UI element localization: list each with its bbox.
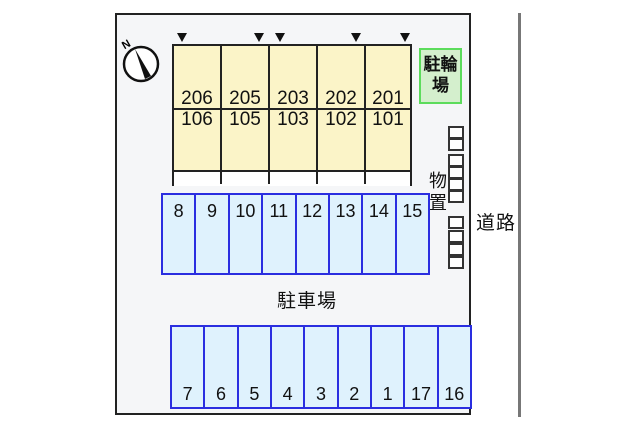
parking-space: 4 xyxy=(272,327,306,407)
unit-upper: 203 xyxy=(277,88,309,109)
road-line xyxy=(518,13,521,417)
parking-space: 5 xyxy=(239,327,272,407)
parking-space: 2 xyxy=(339,327,372,407)
unit-column: 202 102 xyxy=(318,46,366,184)
entrance-marker-icon xyxy=(177,33,187,42)
parking-space: 7 xyxy=(172,327,206,407)
parking-row-top: 8 9 10 11 12 13 14 15 xyxy=(161,193,430,275)
unit-column: 206 106 xyxy=(174,46,222,184)
parking-space: 10 xyxy=(230,195,264,273)
parking-space: 11 xyxy=(263,195,297,273)
parking-space: 8 xyxy=(163,195,197,273)
storage-unit xyxy=(448,216,464,229)
storage-unit xyxy=(448,190,464,203)
parking-space: 3 xyxy=(305,327,339,407)
parking-space: 15 xyxy=(402,201,423,221)
unit-upper: 202 xyxy=(325,88,357,109)
unit-lower: 106 xyxy=(181,109,213,130)
unit-column: 203 103 xyxy=(270,46,318,184)
entrance-marker-icon xyxy=(400,33,410,42)
parking-space: 9 xyxy=(196,195,230,273)
parking-label: 駐車場 xyxy=(277,291,338,312)
unit-column: 201 101 xyxy=(366,46,410,184)
unit-upper: 205 xyxy=(229,88,261,109)
unit-upper: 206 xyxy=(181,88,213,109)
unit-column: 205 105 xyxy=(222,46,270,184)
balcony-strip xyxy=(174,170,410,186)
parking-row-bottom: 7 6 5 4 3 2 1 17 16 xyxy=(170,325,472,409)
entrance-marker-icon xyxy=(254,33,264,42)
north-compass-icon: N xyxy=(120,38,160,83)
storage-unit xyxy=(448,256,464,269)
entrance-marker-icon xyxy=(275,33,285,42)
parking-space: 14 xyxy=(363,195,397,273)
parking-space: 13 xyxy=(330,195,364,273)
unit-lower: 103 xyxy=(277,109,309,130)
storage-label: 物置 xyxy=(429,171,447,213)
unit-lower: 101 xyxy=(372,109,404,130)
apartment-building: 206 106 205 105 203 103 202 102 201 101 xyxy=(172,44,412,186)
unit-upper: 201 xyxy=(372,88,404,109)
parking-space: 6 xyxy=(205,327,239,407)
storage-unit xyxy=(448,243,464,256)
parking-space: 12 xyxy=(297,195,330,273)
bicycle-parking: 駐輪場 xyxy=(419,48,462,104)
parking-space: 16 xyxy=(444,384,465,404)
storage-unit xyxy=(448,230,464,243)
unit-lower: 102 xyxy=(325,109,357,130)
unit-lower: 105 xyxy=(229,109,261,130)
parking-space: 1 xyxy=(372,327,406,407)
entrance-marker-icon xyxy=(351,33,361,42)
floor-divider xyxy=(174,108,410,110)
storage-unit xyxy=(448,138,464,151)
parking-space: 17 xyxy=(405,327,439,407)
road-label: 道路 xyxy=(476,213,517,234)
